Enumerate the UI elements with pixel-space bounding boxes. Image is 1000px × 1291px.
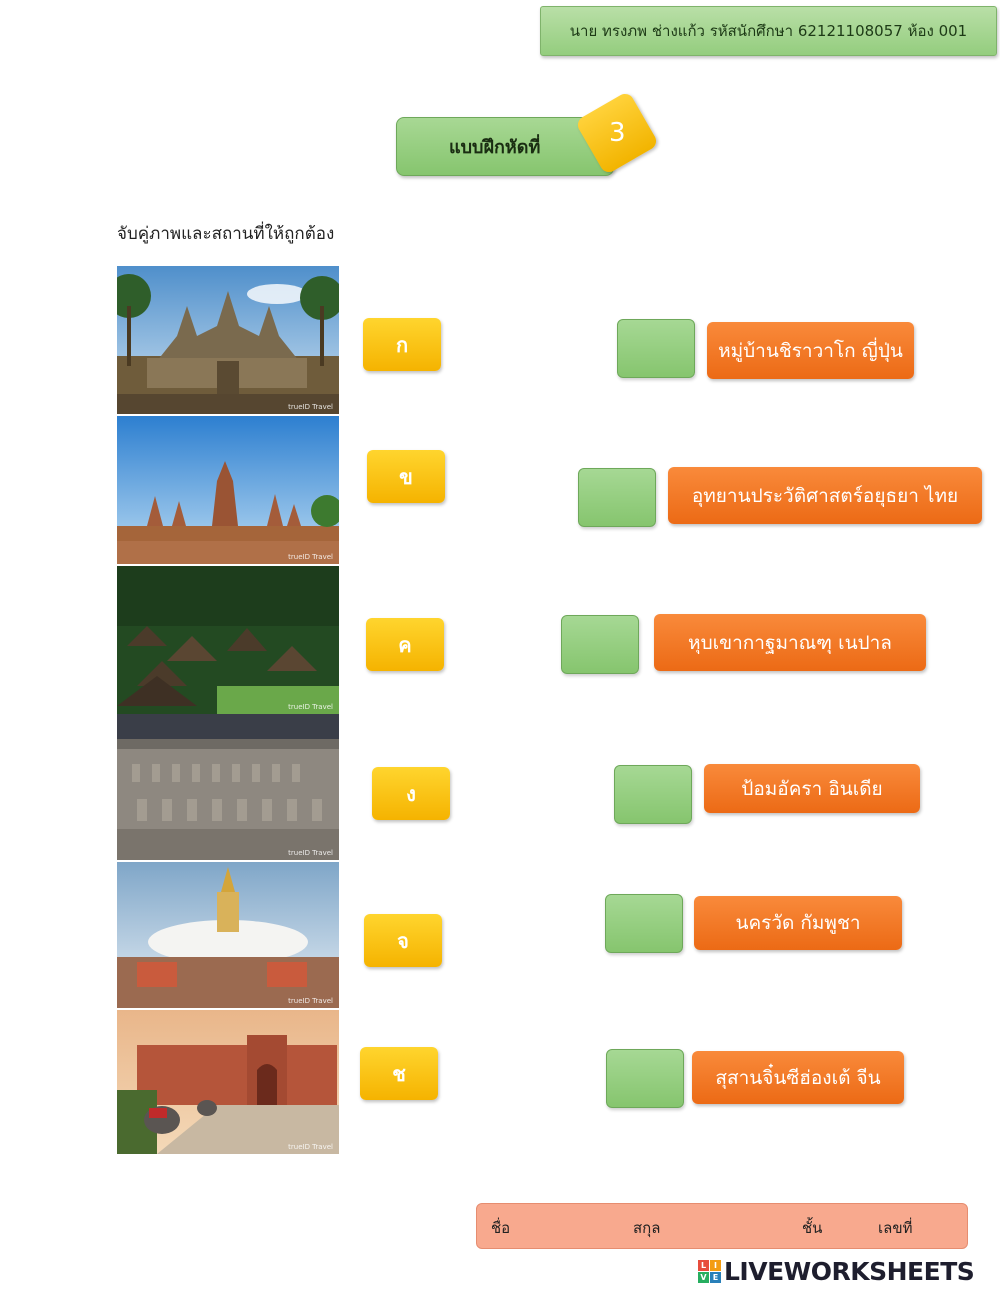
letter-label-2: ข [367,450,445,503]
liveworksheets-logo-text: LIVEWORKSHEETS [724,1256,975,1286]
photo-watermark: trueID Travel [288,703,333,711]
letter-label-3: ค [366,618,444,671]
shirakawago-photo: trueID Travel [117,566,339,714]
photo-watermark: trueID Travel [288,997,333,1005]
letter-label-4: ง [372,767,450,820]
student-info-text: นาย ทรงภพ ช่างแก้ว รหัสนักศึกษา 62121108… [569,22,968,40]
answer-box-3[interactable] [561,615,639,674]
exercise-number: 3 [608,118,626,149]
photo-watermark: trueID Travel [288,553,333,561]
liveworksheets-logo-icon: L I V E [698,1259,721,1283]
letter-label-1: ก [363,318,441,371]
place-label-4: ป้อมอัครา อินเดีย [704,764,920,813]
place-label-5: นครวัด กัมพูชา [694,896,902,950]
instruction-text: จับคู่ภาพและสถานที่ให้ถูกต้อง [117,224,335,244]
photo-watermark: trueID Travel [288,1143,333,1151]
student-info-header: นาย ทรงภพ ช่างแก้ว รหัสนักศึกษา 62121108… [540,6,997,56]
place-label-6: สุสานจิ๋นซีฮ่องเต้ จีน [692,1051,904,1104]
place-label-1: หมู่บ้านชิราวาโก ญี่ปุ่น [707,322,914,379]
answer-box-6[interactable] [606,1049,684,1108]
answer-box-5[interactable] [605,894,683,953]
terracotta-army-photo: trueID Travel [117,714,339,860]
exercise-title-label: แบบฝึกหัดที่ [449,137,541,158]
name-label: ชื่อ [491,1219,511,1237]
photo-watermark: trueID Travel [288,849,333,857]
answer-box-1[interactable] [617,319,695,378]
student-details-footer: ชื่อ สกุล ชั้น เลขที่ [476,1203,968,1249]
letter-label-6: ช [360,1047,438,1100]
agra-fort-photo: trueID Travel [117,1010,339,1154]
answer-box-4[interactable] [614,765,692,824]
angkor-wat-photo: trueID Travel [117,266,339,414]
ayutthaya-photo: trueID Travel [117,416,339,564]
place-label-2: อุทยานประวัติศาสตร์อยุธยา ไทย [668,467,982,524]
surname-label: สกุล [633,1219,661,1237]
liveworksheets-logo: L I V E LIVEWORKSHEETS [698,1256,975,1286]
number-label: เลขที่ [878,1219,913,1237]
boudhanath-photo: trueID Travel [117,862,339,1008]
answer-box-2[interactable] [578,468,656,527]
photo-watermark: trueID Travel [288,403,333,411]
letter-label-5: จ [364,914,442,967]
place-label-3: หุบเขากาฐมาณฑุ เนปาล [654,614,926,671]
class-label: ชั้น [802,1219,823,1237]
